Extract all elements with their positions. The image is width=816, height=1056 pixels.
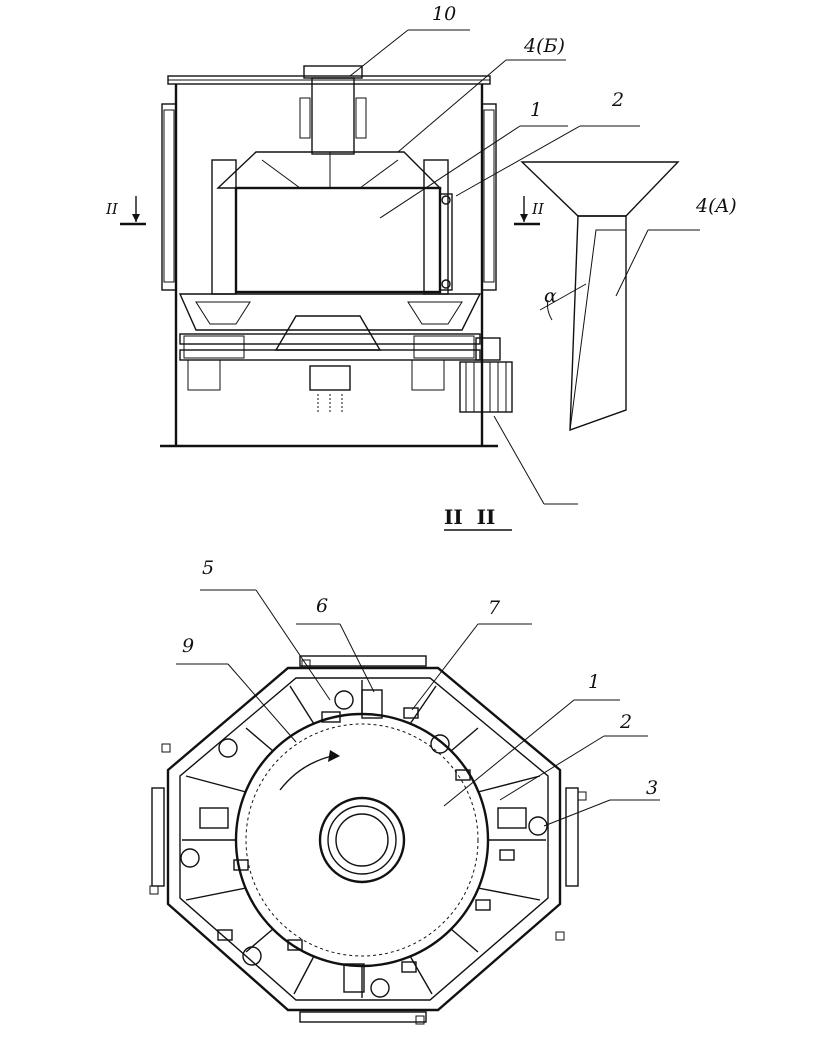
rotor-chamber bbox=[234, 186, 442, 294]
label-1-top: 1 bbox=[530, 99, 542, 121]
motor bbox=[459, 337, 513, 413]
lower-hoppers bbox=[178, 293, 482, 331]
label-7: 7 bbox=[488, 597, 501, 619]
label-10: 10 bbox=[432, 3, 456, 25]
label-9: 9 bbox=[182, 635, 194, 657]
label-4b: 4(Б) bbox=[523, 35, 565, 57]
label-4a: 4(A) bbox=[695, 195, 737, 217]
elevation-view: 10 4(Б) 1 2 4(A) α II II bbox=[105, 3, 737, 505]
label-alpha: α bbox=[544, 285, 557, 307]
chamber-elements bbox=[180, 689, 548, 998]
section-mark-left: II bbox=[105, 200, 119, 218]
left-side-panel bbox=[161, 103, 177, 291]
label-5: 5 bbox=[202, 557, 214, 579]
outer-octagon bbox=[166, 666, 562, 1012]
label-3: 3 bbox=[646, 777, 658, 799]
right-side-panel bbox=[481, 103, 497, 291]
upper-cone bbox=[216, 151, 442, 189]
hub-outer bbox=[318, 796, 406, 884]
hopper-4a bbox=[520, 161, 680, 432]
label-1-bottom: 1 bbox=[588, 671, 600, 693]
label-2-top: 2 bbox=[611, 89, 624, 111]
section-title: II II bbox=[444, 505, 495, 529]
label-6: 6 bbox=[316, 595, 328, 617]
feed-tube bbox=[299, 65, 367, 155]
rotor-disc bbox=[234, 712, 490, 968]
plan-view: 5 6 7 9 1 2 3 bbox=[149, 557, 660, 1025]
label-2-bottom: 2 bbox=[619, 711, 632, 733]
section-mark-right: II bbox=[531, 200, 545, 218]
